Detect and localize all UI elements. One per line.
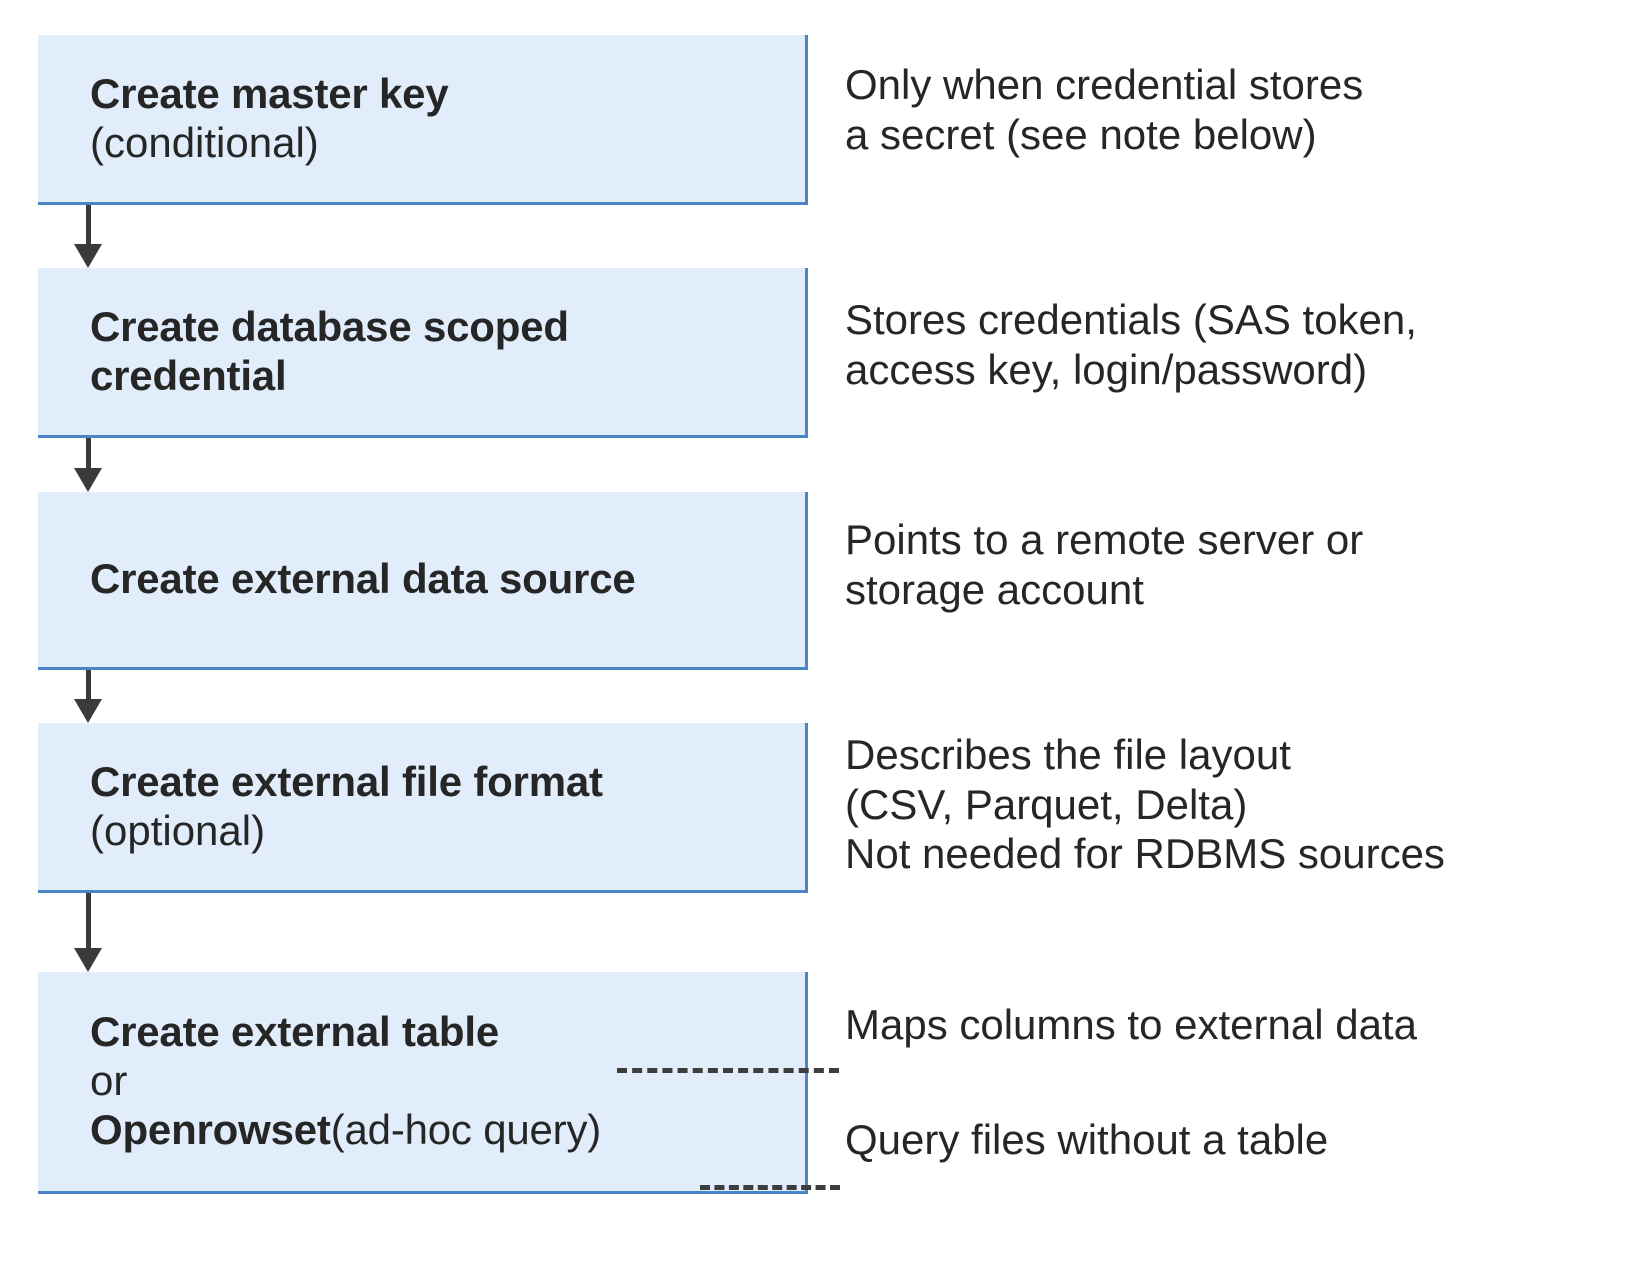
step-box-create-database-scoped-credential[interactable]: Create database scoped credential [38, 268, 808, 438]
arrow-shaft [86, 205, 91, 245]
step-1-subtitle: (conditional) [90, 118, 319, 166]
step-5-note-primary: Maps columns to external data [845, 1001, 1417, 1048]
step-box-create-master-key[interactable]: Create master key (conditional) [38, 35, 808, 205]
step-5-note-alternate: Query files without a table [845, 1116, 1329, 1163]
arrow-step4-to-step5-icon [74, 893, 102, 972]
arrow-shaft [86, 670, 91, 700]
step-5-alt-title: Openrowset [90, 1105, 331, 1153]
arrow-head [74, 468, 102, 492]
step-2-title: Create database scoped credential [90, 302, 569, 399]
step-3-note: Points to a remote server or storage acc… [845, 516, 1364, 613]
arrow-head [74, 699, 102, 723]
arrow-head [74, 948, 102, 972]
arrow-step1-to-step2-icon [74, 205, 102, 268]
arrow-head [74, 244, 102, 268]
step-5-alt-suffix: (ad-hoc query) [330, 1105, 602, 1153]
arrow-shaft [86, 893, 91, 949]
step-4-title: Create external file format [90, 757, 603, 805]
step-5-title: Create external table [90, 1008, 499, 1056]
step-box-create-external-table-or-openrowset[interactable]: Create external table or Openrowset (ad-… [38, 972, 808, 1194]
dashed-leader-to-primary-note-icon [617, 1068, 839, 1073]
step-box-create-external-data-source[interactable]: Create external data source [38, 492, 808, 670]
step-5-alt-line: Openrowset (ad-hoc query) [38, 1106, 805, 1155]
step-box-create-external-file-format[interactable]: Create external file format (optional) [38, 723, 808, 893]
arrow-step3-to-step4-icon [74, 670, 102, 723]
dashed-leader-to-alternate-note-icon [700, 1185, 840, 1190]
step-2-note: Stores credentials (SAS token, access ke… [845, 296, 1417, 393]
step-4-subtitle: (optional) [90, 806, 266, 854]
arrow-step2-to-step3-icon [74, 438, 102, 492]
step-1-title: Create master key [90, 69, 449, 117]
step-4-note: Describes the file layout (CSV, Parquet,… [845, 731, 1445, 878]
arrow-shaft [86, 438, 91, 469]
step-1-note: Only when credential stores a secret (se… [845, 61, 1364, 158]
step-3-title: Create external data source [90, 555, 636, 603]
step-5-or-label: or [90, 1057, 128, 1105]
